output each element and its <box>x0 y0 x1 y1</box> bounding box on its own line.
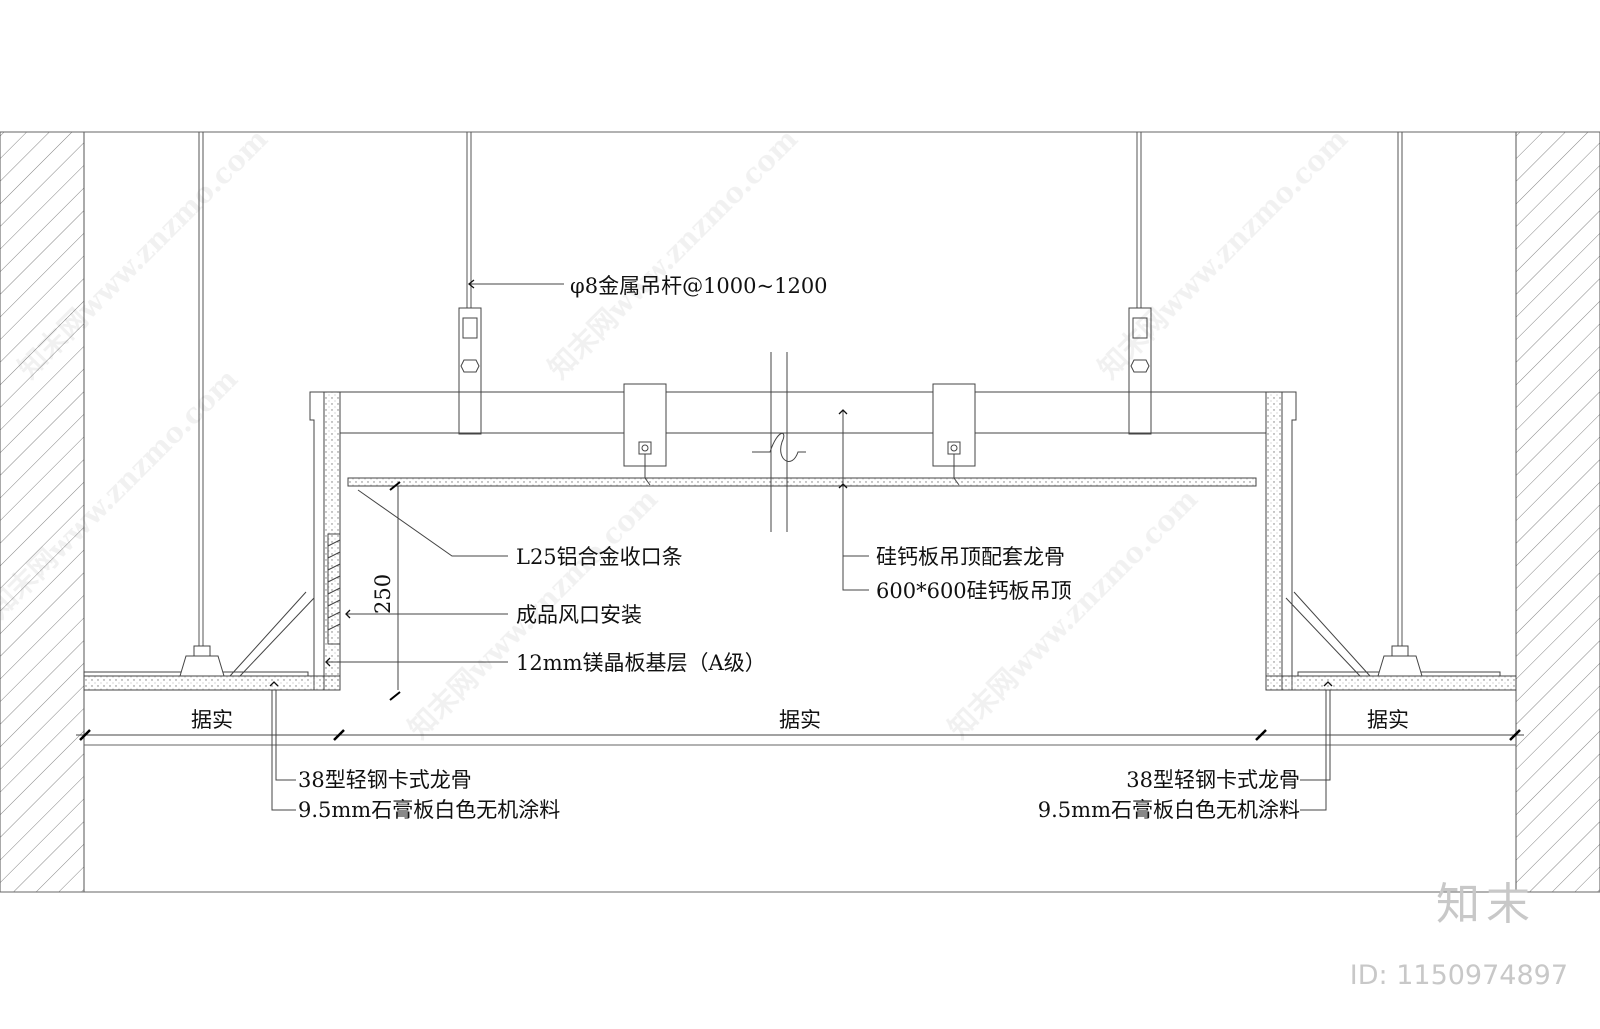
rod-clip-right <box>1128 307 1152 435</box>
rod-clip-left <box>458 307 482 435</box>
label-edge-strip: L25铝合金收口条 <box>516 545 683 569</box>
label-left-gypsum: 9.5mm石膏板白色无机涂料 <box>298 798 560 822</box>
watermark-5: 知末网www.znzmo.com <box>942 482 1205 745</box>
right-drop-wall <box>1265 391 1297 691</box>
label-panel-ceiling: 600*600硅钙板吊顶 <box>876 579 1072 603</box>
dim-250 <box>389 481 401 701</box>
watermark-2: 知末网www.znzmo.com <box>542 122 805 385</box>
label-base-board: 12mm镁晶板基层（A级） <box>516 651 766 675</box>
label-vent: 成品风口安装 <box>516 603 642 627</box>
main-keel <box>340 391 1266 434</box>
vent-grille <box>327 533 341 645</box>
panel-ceiling <box>347 477 1257 487</box>
label-left-keel: 38型轻钢卡式龙骨 <box>298 768 472 792</box>
dim-250-text: 250 <box>371 574 395 614</box>
left-wall <box>0 131 85 893</box>
watermark-3: 知末网www.znzmo.com <box>1092 122 1355 385</box>
label-keel-system: 硅钙板吊顶配套龙骨 <box>876 545 1065 569</box>
base-clip-left <box>179 645 225 677</box>
hanging-rods <box>198 132 1403 660</box>
dim-chain <box>76 729 1524 741</box>
label-rod: φ8金属吊杆@1000~1200 <box>570 274 828 298</box>
braces <box>229 591 1371 677</box>
room-outline <box>0 131 1600 893</box>
brand-logo: 知末 <box>1436 879 1536 930</box>
break-line <box>752 352 806 532</box>
image-id: ID: 1150974897 <box>1349 960 1568 991</box>
leader-lines <box>271 283 1331 811</box>
label-right-keel: 38型轻钢卡式龙骨 <box>1126 768 1300 792</box>
dim-center-text: 据实 <box>779 708 821 732</box>
dim-right-text: 据实 <box>1367 708 1409 732</box>
right-wall <box>1515 131 1600 893</box>
keel-hanger-2 <box>932 383 976 486</box>
dim-left-text: 据实 <box>191 708 233 732</box>
base-clip-right <box>1377 645 1423 677</box>
label-right-gypsum: 9.5mm石膏板白色无机涂料 <box>1038 798 1300 822</box>
keel-hanger-1 <box>623 383 667 486</box>
left-drop-wall <box>309 391 341 691</box>
arrow-ticks <box>269 279 1333 687</box>
